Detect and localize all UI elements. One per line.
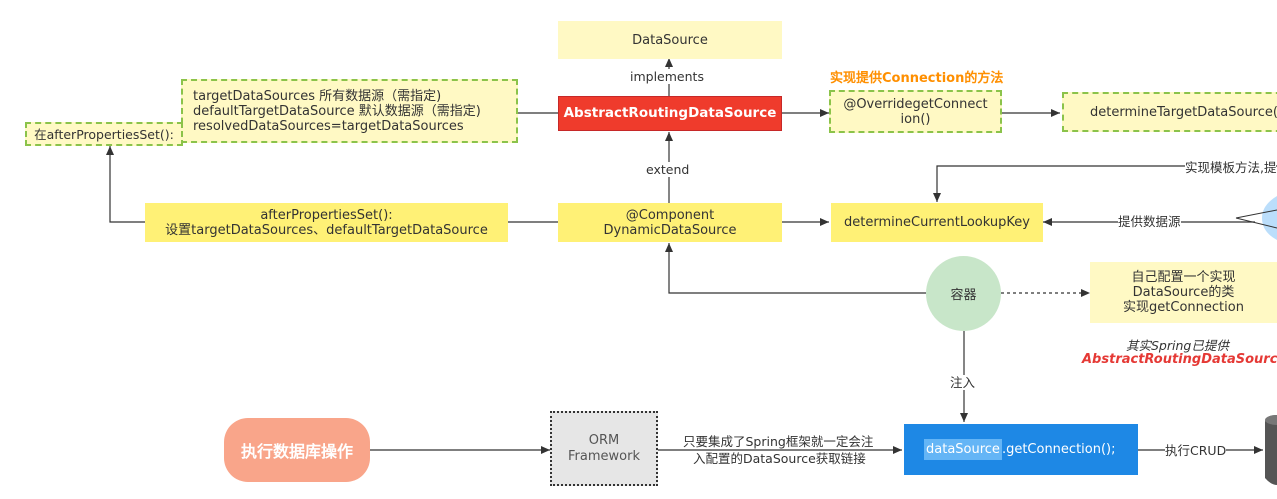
after-properties-left-node: 在afterPropertiesSet(): xyxy=(25,122,183,146)
datasource-var-highlight: dataSource xyxy=(924,439,1002,460)
dynamic-datasource-node: @Component DynamicDataSource xyxy=(558,203,782,242)
datasource-node: DataSource xyxy=(558,21,782,59)
dynamic-datasource-text: @Component DynamicDataSource xyxy=(603,207,737,238)
execute-db-node: 执行数据库操作 xyxy=(224,418,370,482)
target-sources-node: targetDataSources 所有数据源（需指定) defaultTarg… xyxy=(181,79,518,143)
right-partial-node xyxy=(1262,196,1277,240)
label-spring-inject-2: 入配置的DataSource获取链接 xyxy=(693,451,866,466)
label-provide-source: 提供数据源 xyxy=(1118,214,1181,229)
orm-framework-text: ORM Framework xyxy=(568,432,640,464)
determine-target-node: determineTargetDataSource( xyxy=(1062,92,1277,132)
override-get-connection-text: @OverridegetConnect ion() xyxy=(843,96,988,127)
custom-config-node: 自己配置一个实现 DataSource的类 实现getConnection xyxy=(1090,262,1277,323)
edge-impl-template xyxy=(933,165,1277,202)
determine-lookup-key-node: determineCurrentLookupKey xyxy=(831,203,1043,242)
custom-config-text: 自己配置一个实现 DataSource的类 实现getConnection xyxy=(1123,270,1244,315)
override-get-connection-node: @OverridegetConnect ion() xyxy=(829,90,1002,133)
label-extend: extend xyxy=(646,162,690,177)
determine-target-text: determineTargetDataSource( xyxy=(1090,104,1277,120)
execute-db-text: 执行数据库操作 xyxy=(240,442,353,461)
database-icon xyxy=(1265,415,1277,485)
edge-container-to-dynamic xyxy=(665,243,926,294)
label-inject: 注入 xyxy=(950,375,976,390)
abstract-routing-node: AbstractRoutingDataSource xyxy=(558,96,782,131)
get-connection-method: .getConnection(); xyxy=(1001,442,1116,457)
after-properties-set-text: afterPropertiesSet(): 设置targetDataSource… xyxy=(165,207,488,238)
datasource-text: DataSource xyxy=(632,32,708,48)
target-sources-text: targetDataSources 所有数据源（需指定) defaultTarg… xyxy=(193,88,481,134)
after-properties-set-node: afterPropertiesSet(): 设置targetDataSource… xyxy=(145,203,508,242)
edge-after-to-left xyxy=(106,146,145,223)
get-connection-node: dataSource.getConnection(); xyxy=(904,424,1138,475)
determine-lookup-key-text: determineCurrentLookupKey xyxy=(844,215,1030,230)
impl-method-title: 实现提供Connection的方法 xyxy=(830,71,1004,86)
container-text: 容器 xyxy=(950,288,977,303)
label-implements: implements xyxy=(630,69,704,84)
label-impl-template: 实现模板方法,提 xyxy=(1185,160,1277,175)
abstract-routing-text: AbstractRoutingDataSource xyxy=(563,105,777,121)
container-node: 容器 xyxy=(926,256,1001,331)
orm-framework-node: ORM Framework xyxy=(550,411,658,486)
label-spring-inject-1: 只要集成了Spring框架就一定会注 xyxy=(683,434,874,449)
spring-note-line1: 其实Spring已提供 xyxy=(1126,338,1229,353)
spring-note-line2: AbstractRoutingDataSource xyxy=(1082,352,1277,367)
label-execute-crud: 执行CRUD xyxy=(1165,443,1227,458)
after-properties-left-text: 在afterPropertiesSet(): xyxy=(34,126,174,142)
